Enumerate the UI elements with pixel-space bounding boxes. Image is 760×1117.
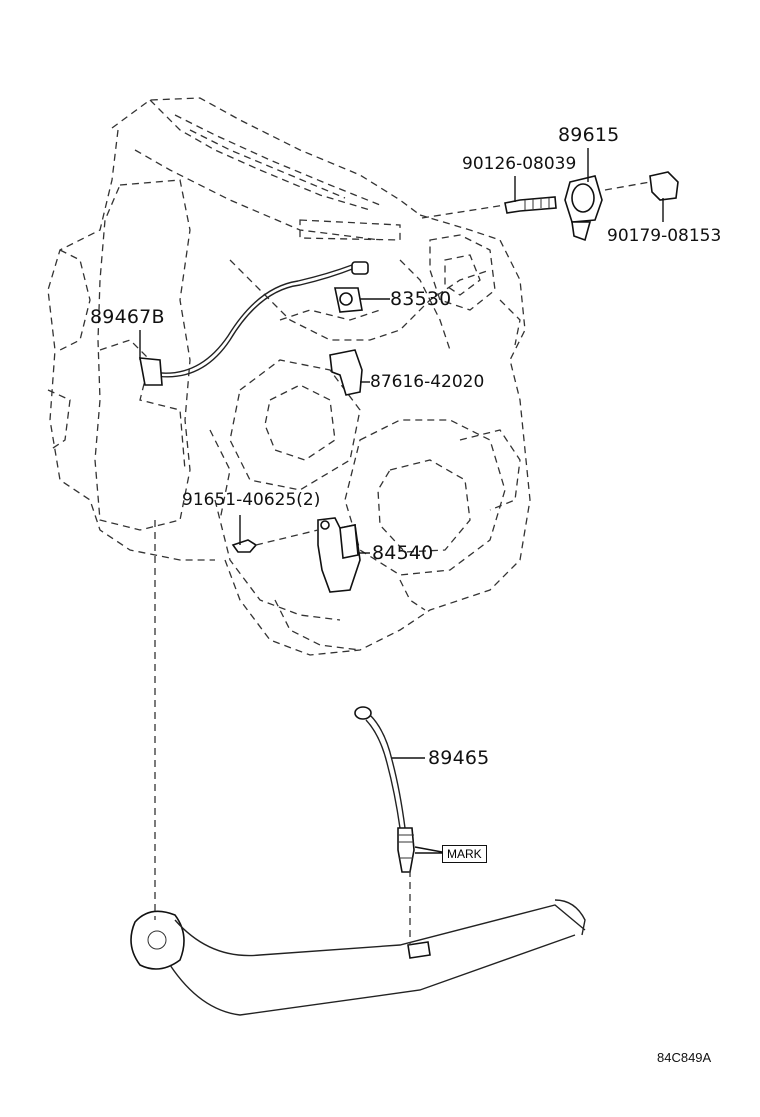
oxygen-sensor-89465 bbox=[354, 706, 415, 873]
shift-sensor-84540 bbox=[317, 517, 361, 593]
sensor-89467b-connector bbox=[351, 261, 369, 275]
diagram-code: 84C849A bbox=[657, 1050, 712, 1065]
part-label-89615[interactable]: 89615 bbox=[558, 124, 620, 146]
part-label-91651-40625[interactable]: 91651-40625(2) bbox=[182, 490, 321, 510]
bolt-90126 bbox=[504, 196, 557, 214]
mark-label: MARK bbox=[442, 845, 487, 863]
part-label-83530[interactable]: 83530 bbox=[390, 288, 452, 310]
exhaust-pipe bbox=[130, 899, 586, 1016]
part-label-89465[interactable]: 89465 bbox=[428, 747, 490, 769]
leader-lines bbox=[139, 148, 664, 854]
reference-lines bbox=[154, 181, 651, 945]
part-label-87616-42020[interactable]: 87616-42020 bbox=[370, 372, 485, 392]
engine-block-outline bbox=[47, 97, 531, 656]
knock-sensor-89615 bbox=[564, 175, 603, 242]
sensor-89467b bbox=[139, 357, 163, 386]
part-label-89467b[interactable]: 89467B bbox=[90, 306, 165, 328]
nut-90179 bbox=[649, 171, 679, 201]
bolt-91651 bbox=[231, 539, 258, 553]
sensor-89467b-wire bbox=[149, 267, 356, 378]
part-label-90126-08039[interactable]: 90126-08039 bbox=[462, 154, 577, 174]
part-label-84540[interactable]: 84540 bbox=[372, 542, 434, 564]
part-label-90179-08153[interactable]: 90179-08153 bbox=[607, 226, 722, 246]
clamp-87616 bbox=[329, 349, 363, 396]
